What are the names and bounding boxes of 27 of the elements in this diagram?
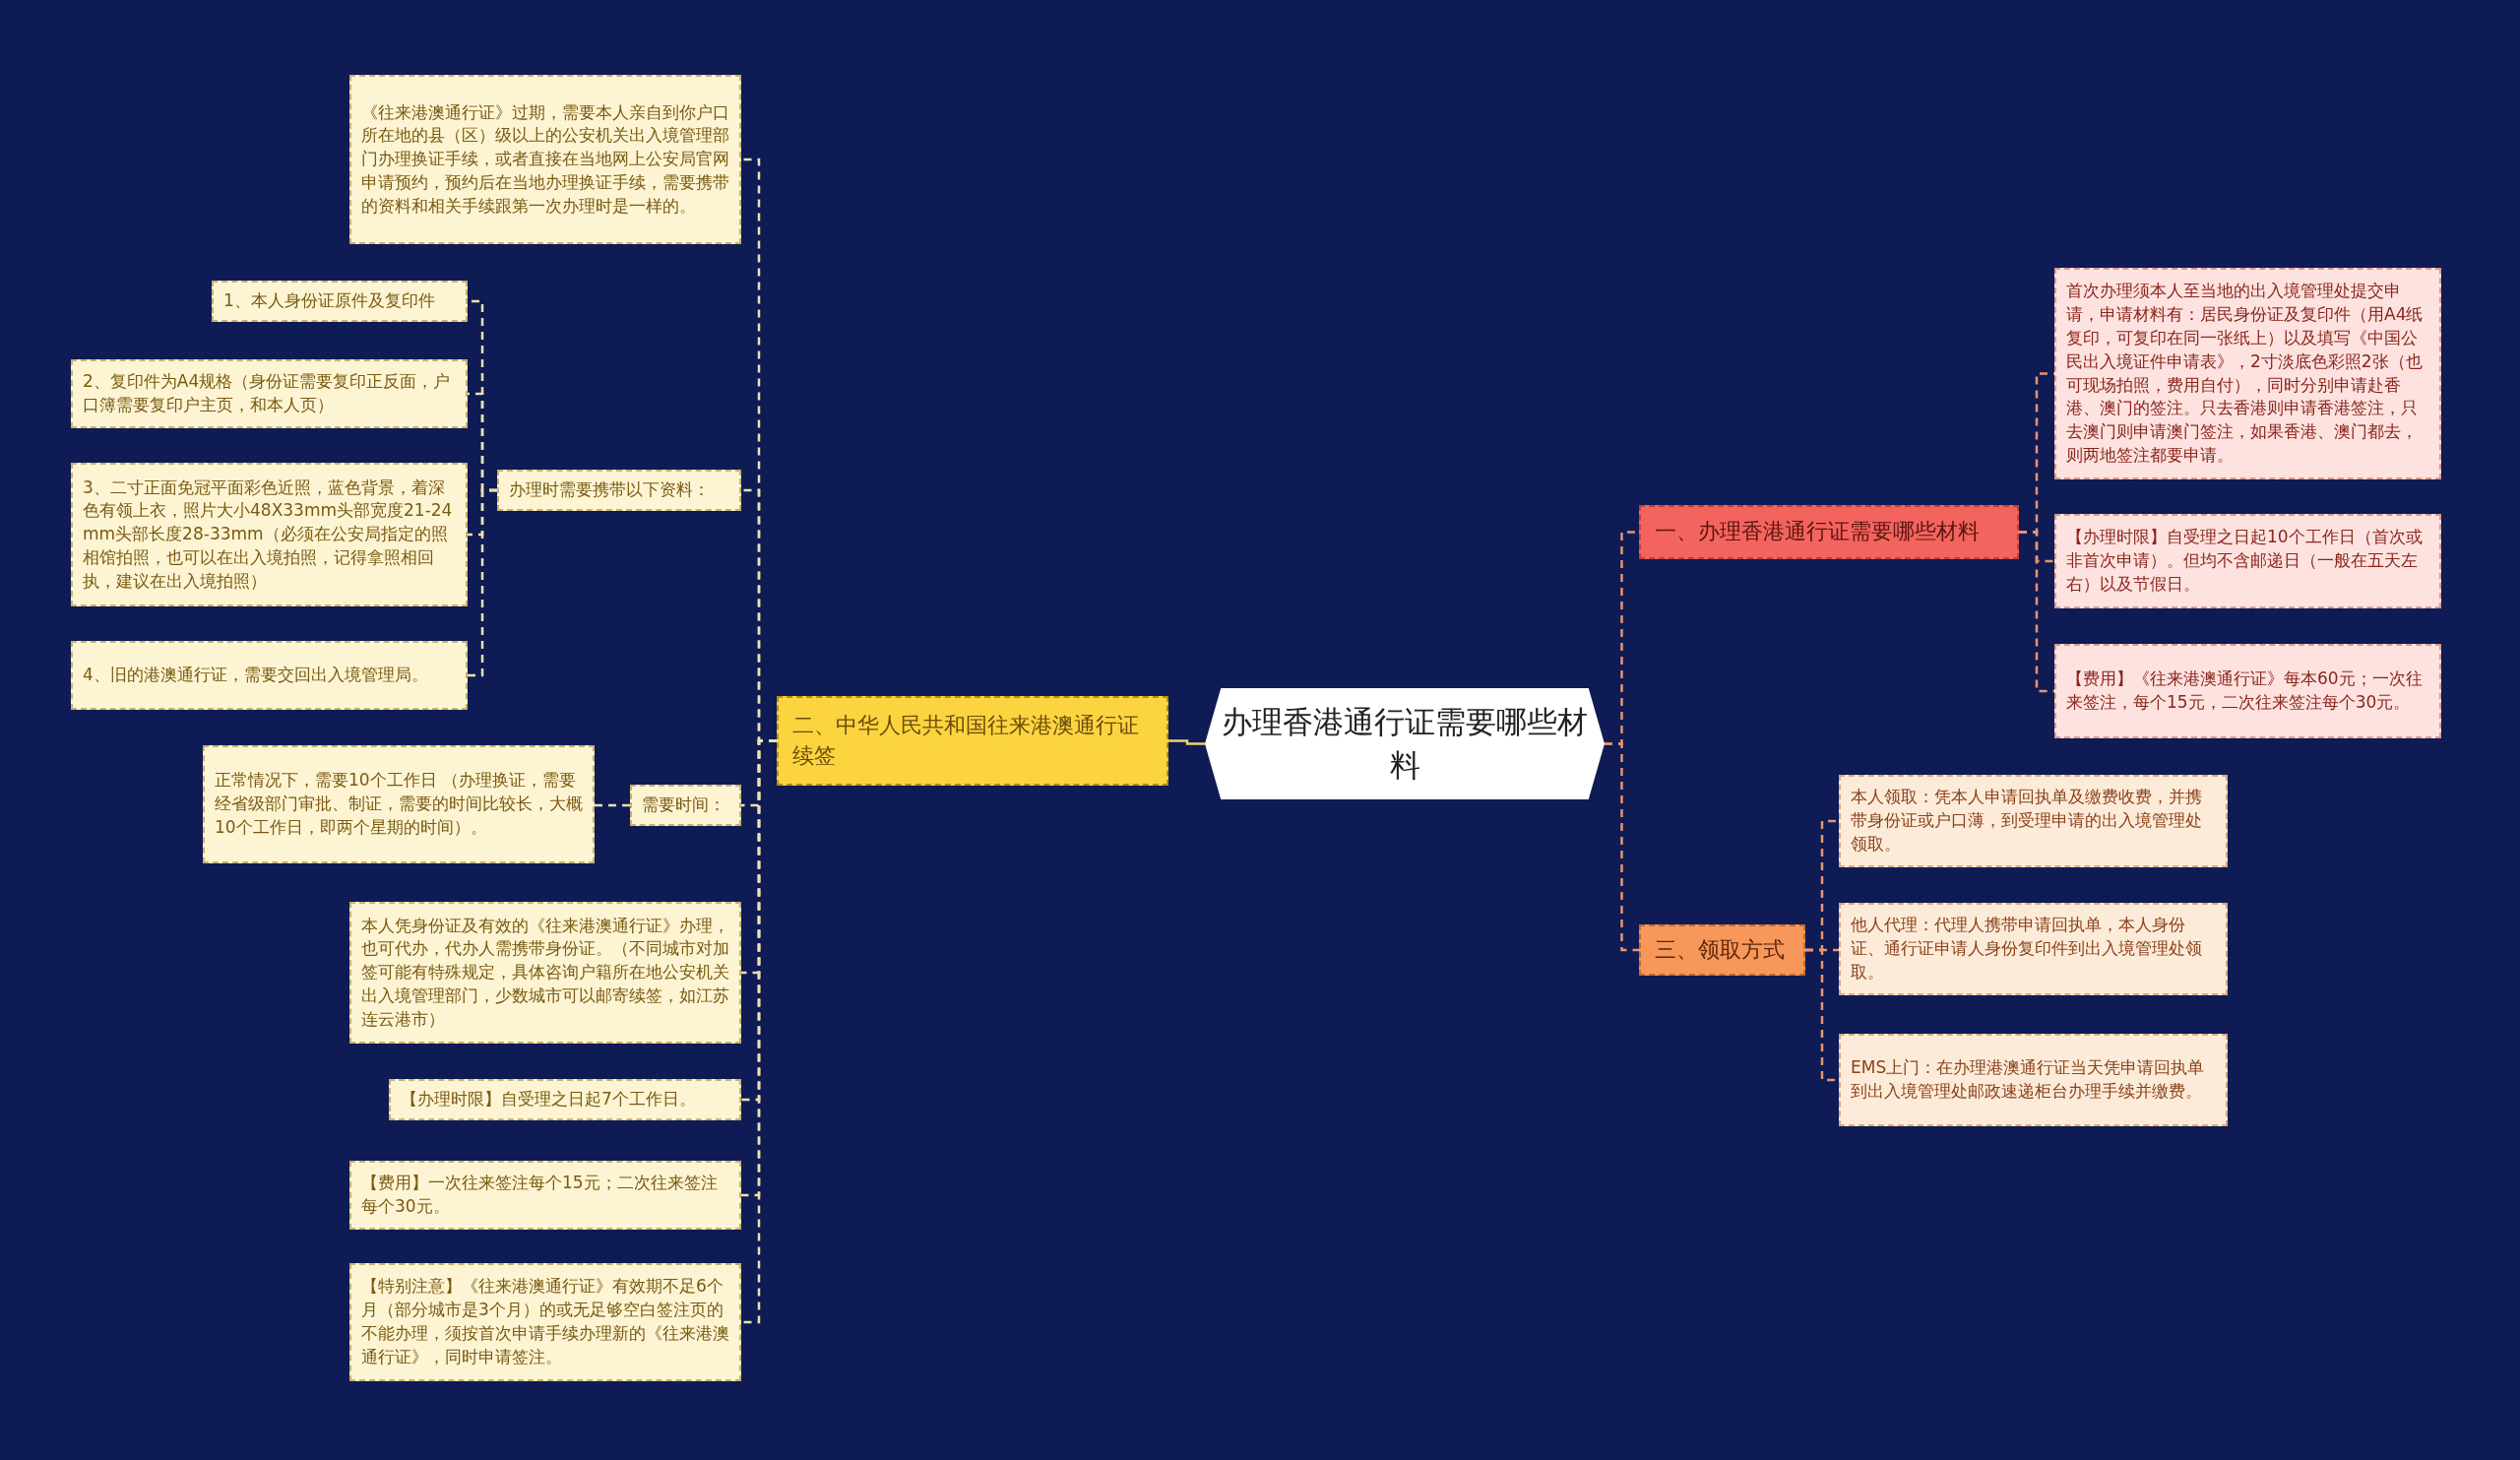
- note-box: 首次办理须本人至当地的出入境管理处提交申请，申请材料有：居民身份证及复印件（用A4纸复印，可复印在同一张纸上）以及填写《中国公民出入境证件申请表》，2寸淡底色彩照2张（也可现场拍照，费用自付），同时分别申请赴香港、澳门的签注。只去香港则申请香港签注，只去澳门则申请澳门签注，如果香港、澳门都去，则两地签注都要申请。: [2054, 268, 2441, 479]
- note-box: 《往来港澳通行证》过期，需要本人亲自到你户口所在地的县（区）级以上的公安机关出入境管理部门办理换证手续，或者直接在当地网上公安局官网申请预约，预约后在当地办理换证手续，需要携带的资料和相关手续跟第一次办理时是一样的。: [349, 75, 741, 244]
- note-box: 【费用】一次往来签注每个15元；二次往来签注每个30元。: [349, 1161, 741, 1230]
- note-box: 【办理时限】自受理之日起7个工作日。: [389, 1079, 741, 1120]
- note-box: 【费用】《往来港澳通行证》每本60元；一次往来签注，每个15元，二次往来签注每个30元。: [2054, 644, 2441, 738]
- note-box: 本人领取：凭本人申请回执单及缴费收费，并携带身份证或户口薄，到受理申请的出入境管理处领取。: [1839, 775, 2228, 867]
- note-box: 2、复印件为A4规格（身份证需要复印正反面，户口簿需要复印户主页，和本人页）: [71, 359, 468, 428]
- connector-line: [468, 488, 497, 677]
- note-box: 1、本人身份证原件及复印件: [212, 281, 468, 322]
- note-box: 3、二寸正面免冠平面彩色近照，蓝色背景，着深色有领上衣，照片大小48X33mm头部宽度21-24mm头部长度28-33mm（必须在公安局指定的照相馆拍照，也可以在出入境拍照，记得拿照相回执，建议在出入境拍照）: [71, 463, 468, 606]
- note-box: 4、旧的港澳通行证，需要交回出入境管理局。: [71, 641, 468, 710]
- connector-line: [2019, 531, 2054, 693]
- note-box: EMS上门：在办理港澳通行证当天凭申请回执单到出入境管理处邮政速递柜台办理手续并缴费。: [1839, 1034, 2228, 1126]
- branch-topic: 二、中华人民共和国往来港澳通行证续签: [777, 696, 1168, 786]
- note-box: 本人凭身份证及有效的《往来港澳通行证》办理，也可代办，代办人需携带身份证。（不同城市对加签可能有特殊规定，具体咨询户籍所在地公安机关出入境管理部门，少数城市可以邮寄续签，如江苏连云港市）: [349, 902, 741, 1044]
- connector-line: [595, 803, 630, 807]
- note-box: 【特别注意】《往来港澳通行证》有效期不足6个月（部分城市是3个月）的或无足够空白签注页的不能办理，须按首次申请手续办理新的《往来港澳通行证》，同时申请签注。: [349, 1263, 741, 1381]
- note-box: 正常情况下，需要10个工作日 （办理换证，需要经省级部门审批、制证，需要的时间比较长，大概10个工作日，即两个星期的时间）。: [203, 745, 595, 863]
- branch-topic: 三、领取方式: [1639, 924, 1805, 976]
- connector-line: [1605, 742, 1639, 952]
- note-box: 需要时间：: [630, 785, 741, 826]
- central-topic: 办理香港通行证需要哪些材料: [1205, 688, 1605, 799]
- note-box: 【办理时限】自受理之日起10个工作日（首次或非首次申请）。但均不含邮递日（一般在五天左右）以及节假日。: [2054, 514, 2441, 608]
- note-box: 他人代理：代理人携带申请回执单，本人身份证、通行证申请人身份复印件到出入境管理处领取。: [1839, 903, 2228, 995]
- branch-topic: 一、办理香港通行证需要哪些材料: [1639, 505, 2019, 559]
- note-box: 办理时需要携带以下资料：: [497, 470, 741, 511]
- connector-line: [1168, 739, 1205, 745]
